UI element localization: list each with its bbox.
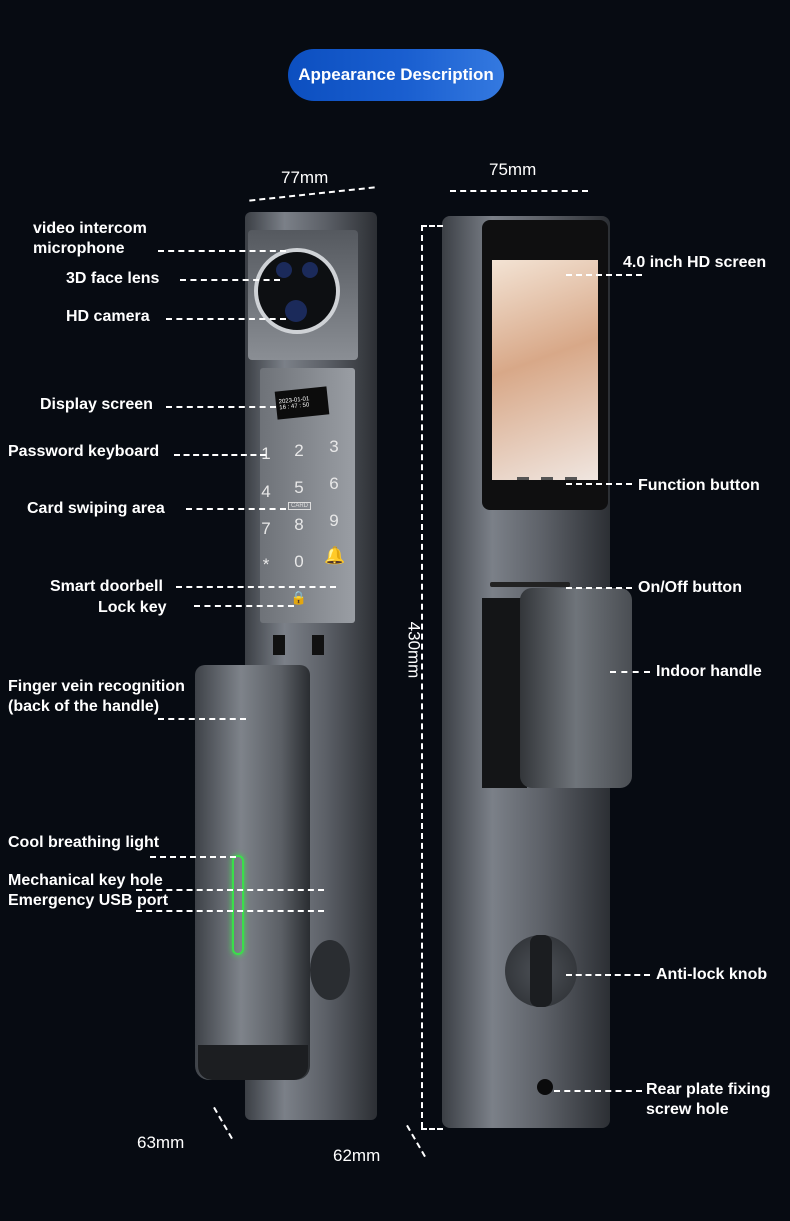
label-usb-port: Emergency USB port [8,892,169,909]
lock-icon[interactable]: 🔒 [290,590,308,605]
screw-hole [537,1079,553,1095]
label-breathing-light: Cool breathing light [8,834,160,851]
breathing-light [232,855,244,955]
label-hd-screen: 4.0 inch HD screen [623,254,767,271]
label-hd-camera: HD camera [66,308,150,325]
indoor-handle[interactable] [520,588,632,788]
label-key-hole: Mechanical key hole [8,872,163,889]
hd-camera [285,300,307,322]
front-handle[interactable] [195,665,310,1080]
face-lens [302,262,318,278]
key-8[interactable]: 8 [294,515,304,534]
label-anti-lock-knob: Anti-lock knob [656,966,768,983]
back-depth: 62mm [333,1146,381,1165]
label-onoff-button: On/Off button [638,579,742,596]
screen-photo [492,260,598,480]
doorbell-icon[interactable]: 🔔 [324,546,346,565]
function-button[interactable] [517,477,529,480]
label-doorbell: Smart doorbell [50,578,163,595]
key-7[interactable]: 7 [261,519,271,538]
front-depth: 63mm [137,1133,185,1152]
label-password-keyboard: Password keyboard [8,443,160,460]
display-screen: 2023-01-01 16 : 47 : 50 [274,386,330,420]
label-display-screen: Display screen [40,396,153,413]
appearance-description-banner: Appearance Description [288,49,504,101]
label-card-area: Card swiping area [27,500,165,517]
card-swipe-area[interactable]: CARD [288,502,312,510]
key-star[interactable]: * [262,555,270,574]
height: 430mm [404,621,424,679]
function-button[interactable] [541,477,553,480]
front-width: 77mm [281,168,329,187]
face-lens [276,262,292,278]
label-finger-vein: Finger vein recognition (back of the han… [8,678,185,715]
label-microphone: video intercom microphone [33,220,147,257]
label-lock-key: Lock key [98,599,167,616]
key-2[interactable]: 2 [294,441,304,460]
label-face-lens: 3D face lens [66,270,160,287]
key-4[interactable]: 4 [261,482,271,501]
label-screw-hole: Rear plate fixing screw hole [646,1081,771,1118]
label-indoor-handle: Indoor handle [656,663,762,680]
back-width: 75mm [489,160,537,179]
key-5[interactable]: 5 [294,478,304,497]
onoff-button[interactable] [490,582,570,587]
function-button[interactable] [565,477,577,480]
key-1[interactable]: 1 [261,444,271,463]
key-3[interactable]: 3 [329,437,339,456]
key-9[interactable]: 9 [329,511,339,530]
label-function-button: Function button [638,477,760,494]
key-6[interactable]: 6 [329,474,339,493]
key-0[interactable]: 0 [294,552,304,571]
